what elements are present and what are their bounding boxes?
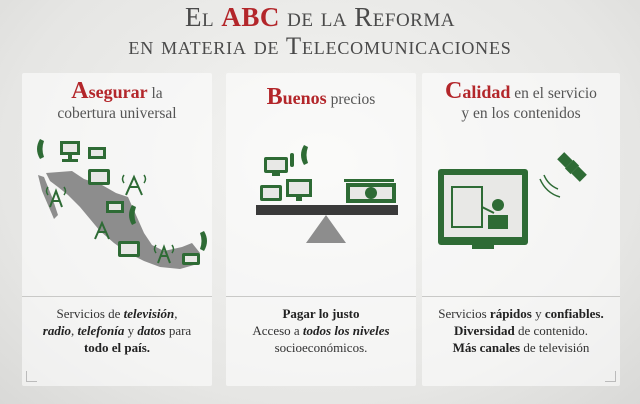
desc-text: Servicios [438, 306, 490, 321]
desc-text: de contenido. [514, 323, 588, 338]
desc-text: de televisión [520, 340, 590, 355]
mexico-map-icon [32, 135, 212, 285]
desc-emph: datos [137, 323, 166, 338]
desc-emph: confiables. [544, 306, 604, 321]
desc-emph: radio [42, 323, 71, 338]
panel-buenos-precios: Buenos precios [226, 73, 416, 386]
desc-emph: Diversidad [454, 323, 515, 338]
panel-asegurar: Asegurar la cobertura universal [22, 73, 212, 386]
desc-emph: telefonía [77, 323, 125, 338]
desc-emph: televisión [123, 306, 175, 321]
desc-emph: Pagar lo justo [282, 306, 360, 321]
heading-keyword: alidad [462, 82, 511, 102]
heading-tail: precios [326, 91, 376, 108]
panel-calidad: Calidad en el servicio y en los contenid… [422, 73, 620, 386]
heading-keyword: segurar [88, 82, 148, 102]
desc-text: , [70, 323, 78, 338]
desc-text: Servicios de [56, 306, 124, 321]
panel-divider [22, 296, 212, 297]
heading-initial: A [71, 78, 89, 104]
heading-tail: en el servicio [510, 85, 597, 102]
title-abc: ABC [221, 2, 280, 32]
desc-text: y [124, 323, 138, 338]
desc-emph: todo el país. [83, 340, 151, 355]
desc-text: socioeconómicos. [274, 340, 368, 355]
heading-tail: la [147, 85, 163, 102]
title-word-el: El [185, 2, 215, 32]
title-rest: de la Reforma [287, 2, 455, 32]
panel-calidad-description: Servicios rápidos y confiables. Diversid… [426, 305, 616, 356]
desc-text: Acceso a [252, 323, 303, 338]
panel-calidad-heading: Calidad en el servicio y en los contenid… [422, 78, 620, 124]
desc-text: y [531, 306, 545, 321]
desc-text: , [174, 306, 178, 321]
panel-asegurar-description: Servicios de televisión, radio, telefoní… [26, 305, 208, 356]
heading-line-2: y en los contenidos [461, 105, 581, 122]
panel-asegurar-heading: Asegurar la cobertura universal [22, 78, 212, 124]
title-line-2: en materia de Telecomunicaciones [128, 33, 512, 60]
panel-divider [422, 296, 620, 297]
panel-divider [226, 296, 416, 297]
heading-initial: C [445, 78, 463, 104]
heading-keyword: uenos [282, 88, 327, 108]
page-title: El ABC de la Reforma en materia de Telec… [0, 2, 640, 61]
desc-emph: todos los niveles [302, 323, 390, 338]
desc-text: para [165, 323, 192, 338]
heading-initial: B [266, 84, 283, 110]
desc-emph: Más canales [452, 340, 521, 355]
tv-satellite-icon [432, 145, 612, 255]
corner-ornament [26, 371, 37, 382]
desc-emph: rápidos [489, 306, 532, 321]
panel-buenos-description: Pagar lo justo Acceso a todos los nivele… [230, 305, 412, 356]
corner-ornament [605, 371, 616, 382]
heading-line-2: cobertura universal [57, 105, 177, 122]
panel-buenos-heading: Buenos precios [226, 84, 416, 110]
balance-scale-icon [246, 143, 406, 253]
title-line-1: El ABC de la Reforma [0, 2, 640, 32]
